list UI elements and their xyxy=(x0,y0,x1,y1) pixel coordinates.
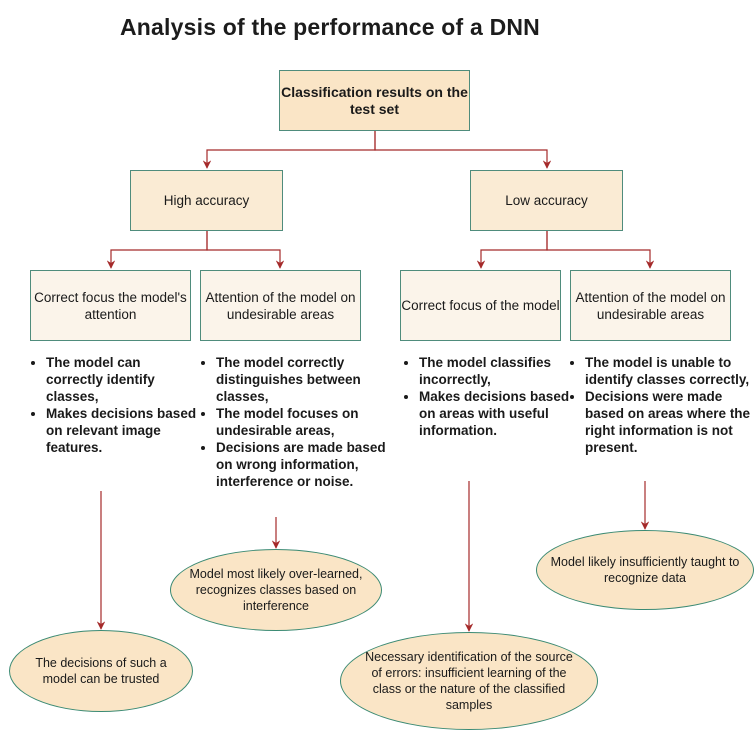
bullet-item: The model classifies incorrectly, xyxy=(419,354,589,388)
node-low-accuracy: Low accuracy xyxy=(470,170,623,231)
diagram-title: Analysis of the performance of a DNN xyxy=(119,14,540,40)
bullet-item: The model can correctly identify classes… xyxy=(46,354,198,405)
node-low-undesirable-areas: Attention of the model on undesirable ar… xyxy=(570,270,731,341)
conclusion-label: Model most likely over-learned, recogniz… xyxy=(189,567,363,613)
root-node: Classification results on the test set xyxy=(279,70,470,131)
case-4-bullets: The model is unable to identify classes … xyxy=(569,354,756,456)
node-label: Correct focus the model's attention xyxy=(34,289,187,322)
bullet-item: Makes decisions based on areas with usef… xyxy=(419,388,589,439)
bullet-item: The model focuses on undesirable areas, xyxy=(216,405,394,439)
edge-low-right xyxy=(546,231,655,269)
conclusion-over-learned: Model most likely over-learned, recogniz… xyxy=(170,549,382,631)
node-label: Low accuracy xyxy=(505,193,588,208)
case-2-bullets: The model correctly distinguishes betwee… xyxy=(200,354,394,490)
conclusion-insufficiently-taught: Model likely insufficiently taught to re… xyxy=(536,530,754,610)
edge-high-left xyxy=(106,231,208,269)
root-label: Classification results on the test set xyxy=(281,83,468,117)
node-high-correct-focus: Correct focus the model's attention xyxy=(30,270,191,341)
node-label: High accuracy xyxy=(163,193,250,208)
node-label: Attention of the model on undesirable ar… xyxy=(205,289,356,322)
case-1-bullets: The model can correctly identify classes… xyxy=(30,354,198,456)
bullet-item: The model is unable to identify classes … xyxy=(585,354,756,388)
node-high-accuracy: High accuracy xyxy=(130,170,283,231)
edge-high-right xyxy=(206,231,285,269)
node-label: Attention of the model on undesirable ar… xyxy=(575,289,726,322)
node-high-undesirable-areas: Attention of the model on undesirable ar… xyxy=(200,270,361,341)
bullet-item: Makes decisions based on relevant image … xyxy=(46,405,198,456)
node-label: Correct focus of the model xyxy=(401,298,560,313)
edge-root-high xyxy=(202,131,376,169)
edge-low-left xyxy=(476,231,548,269)
conclusion-label: Necessary identification of the source o… xyxy=(365,650,573,712)
case-3-bullets: The model classifies incorrectly, Makes … xyxy=(403,354,589,439)
bullet-item: Decisions were made based on areas where… xyxy=(585,388,756,456)
node-low-correct-focus: Correct focus of the model xyxy=(400,270,561,341)
conclusion-label: Model likely insufficiently taught to re… xyxy=(550,555,740,585)
bullet-item: The model correctly distinguishes betwee… xyxy=(216,354,394,405)
conclusion-trusted: The decisions of such a model can be tru… xyxy=(9,630,193,712)
conclusion-identify-errors: Necessary identification of the source o… xyxy=(340,632,598,730)
bullet-item: Decisions are made based on wrong inform… xyxy=(216,439,394,490)
conclusion-label: The decisions of such a model can be tru… xyxy=(35,656,167,686)
edge-root-low xyxy=(374,131,552,169)
